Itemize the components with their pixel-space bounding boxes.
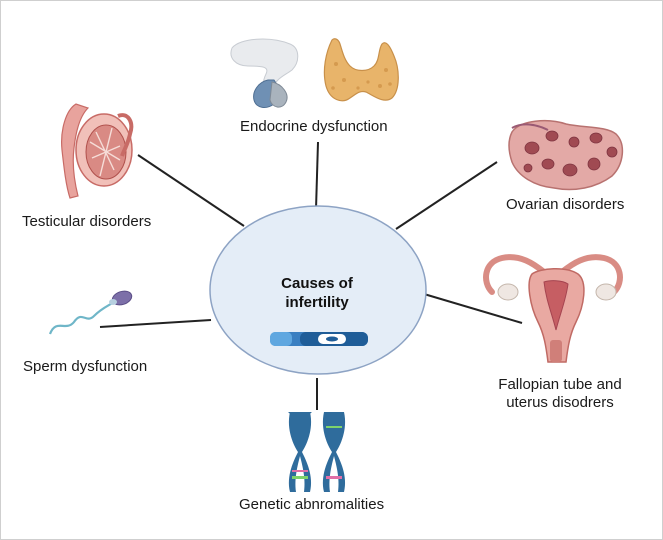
label-fallopian-line2: uterus disodrers [506,394,614,411]
sperm-cell-icon [48,290,133,335]
chromosome-icon [288,412,346,492]
uterus-icon [483,254,623,363]
testis-icon [61,103,134,199]
label-fallopian-line1: Fallopian tube and [498,376,622,393]
label-ovarian: Ovarian disorders [506,196,625,213]
connector-endocrine [315,141,319,210]
pregnancy-test-icon [270,332,368,346]
pituitary-thyroid-icon [230,38,399,108]
ovary-icon [508,119,624,191]
hub-title-line1: Causes of [281,275,353,292]
hub-title-line2: infertility [285,294,349,311]
label-fallopian: Fallopian tube and uterus disodrers [480,376,640,412]
connector-sperm [99,319,212,328]
hub-ellipse [209,205,427,375]
connector-ovarian [395,161,498,230]
connector-fallopian [423,293,523,324]
connectors [99,141,523,410]
connector-testicular [137,154,245,227]
label-sperm: Sperm dysfunction [23,358,148,375]
label-endocrine: Endocrine dysfunction [240,118,388,135]
label-testicular: Testicular disorders [22,213,152,230]
label-genetic: Genetic abnromalities [239,496,385,513]
hub-title: Causes of infertility [232,274,402,312]
